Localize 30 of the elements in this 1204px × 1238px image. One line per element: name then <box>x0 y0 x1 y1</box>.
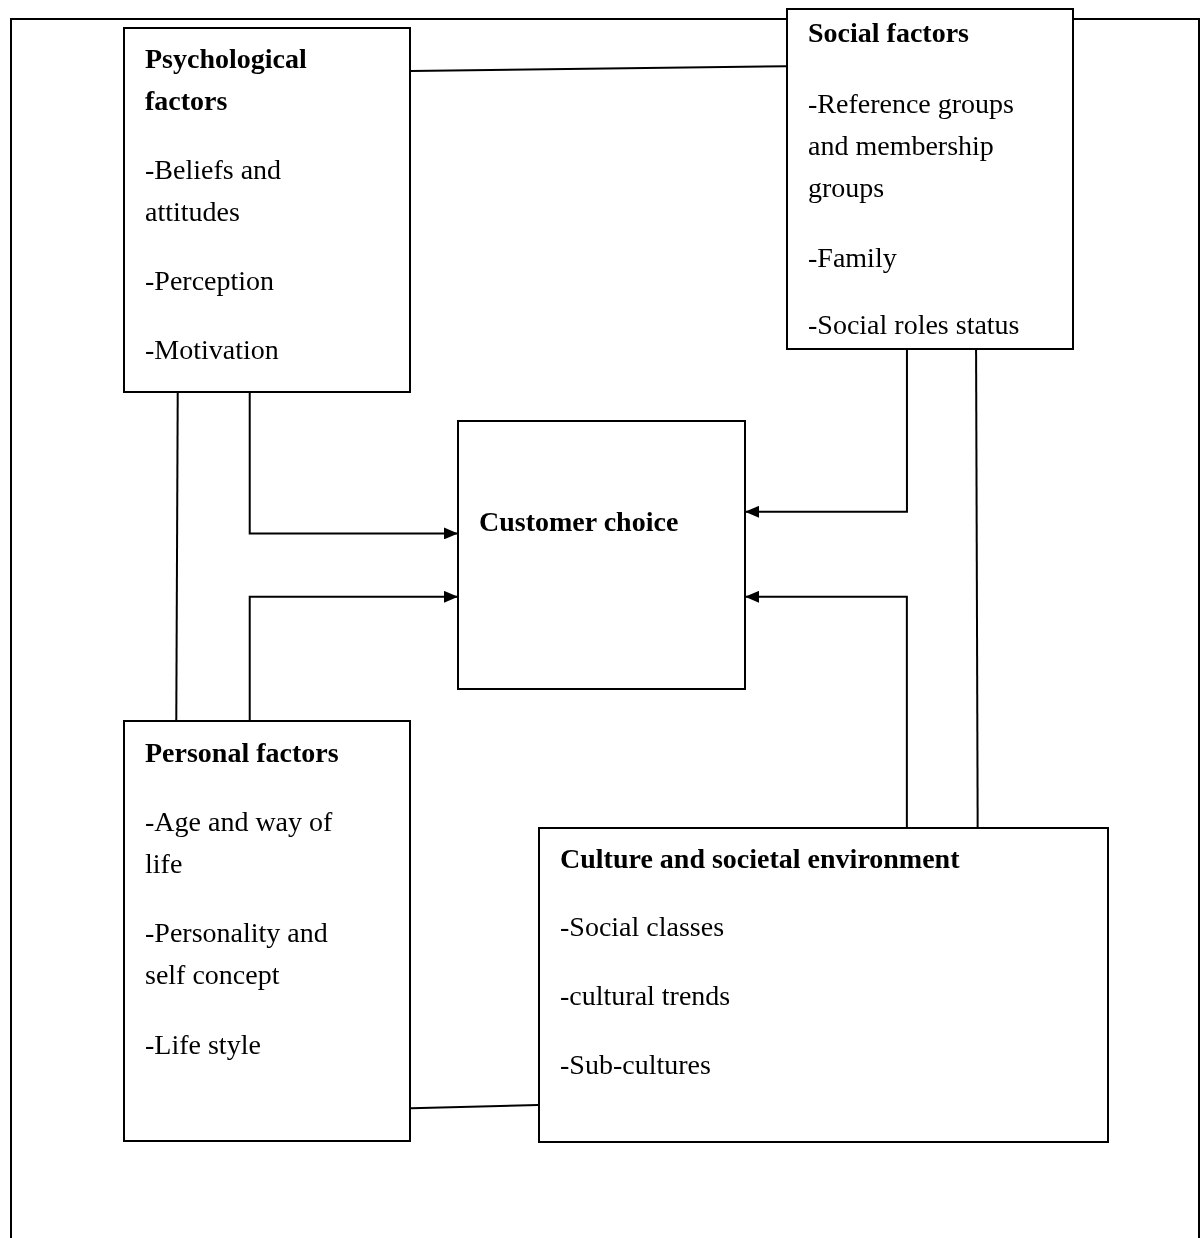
box-heading: Psychological factors <box>145 42 308 118</box>
connector-line <box>975 349 979 828</box>
list-item: -Life style <box>145 1028 262 1062</box>
factor-box <box>123 720 411 1142</box>
arrow <box>745 590 908 828</box>
arrow <box>248 590 458 721</box>
list-item: -Personality and self concept <box>145 916 329 992</box>
box-heading: Culture and societal environment <box>560 842 961 876</box>
list-item: -cultural trends <box>560 979 732 1013</box>
list-item: -Social roles status <box>808 308 1021 342</box>
central-box <box>457 420 746 690</box>
list-item: -Social classes <box>560 910 726 944</box>
list-item: -Motivation <box>145 333 280 367</box>
list-item: -Beliefs and attitudes <box>145 153 283 229</box>
box-heading: Personal factors <box>145 736 340 770</box>
list-item: -Age and way of life <box>145 805 334 881</box>
frame-box <box>10 18 1200 1238</box>
arrow <box>248 392 458 540</box>
box-heading: Customer choice <box>479 505 680 539</box>
factor-box <box>538 827 1109 1143</box>
list-item: -Sub-cultures <box>560 1048 712 1082</box>
list-item: -Perception <box>145 264 276 298</box>
arrow <box>745 349 908 518</box>
factor-box <box>123 27 411 393</box>
list-item: -Reference groups and membership groups <box>808 87 1015 205</box>
connector-line <box>410 1104 539 1110</box>
list-item: -Family <box>808 241 898 275</box>
box-heading: Social factors <box>808 16 970 50</box>
connector-line <box>410 65 787 72</box>
connector-line <box>175 392 179 721</box>
